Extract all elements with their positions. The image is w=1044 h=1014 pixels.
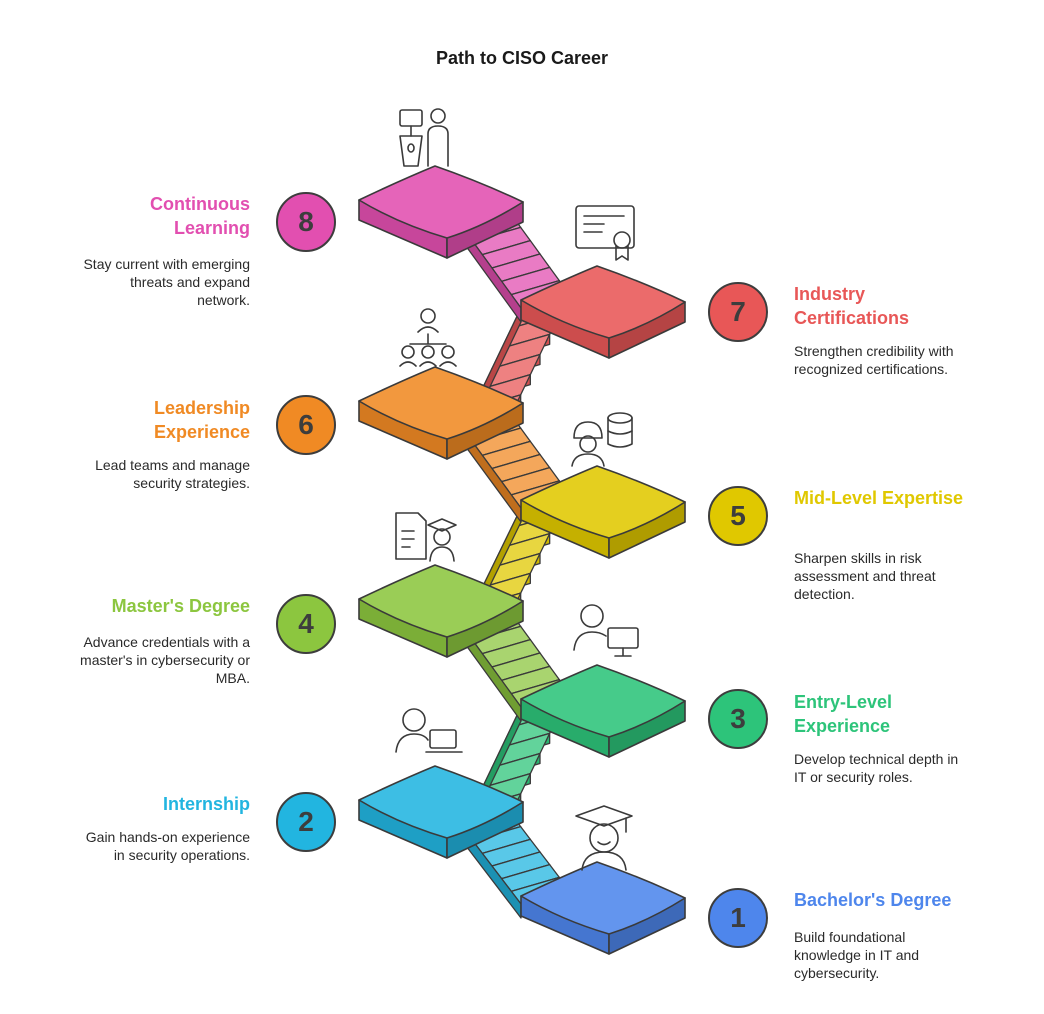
graduate-icon (575, 805, 633, 871)
platform-1 (520, 861, 686, 955)
platform-5 (520, 465, 686, 559)
step-title-8: Continuous Learning (150, 194, 250, 238)
person-laptop-icon (395, 708, 463, 753)
platform-7 (520, 265, 686, 359)
step-title-3: Entry-Level Experience (794, 692, 893, 736)
platform-4 (358, 564, 524, 658)
step-description-6: Lead teams and manage security strategie… (95, 457, 250, 491)
platform-3 (520, 664, 686, 758)
presenter-podium-icon (399, 108, 449, 167)
platform-2 (358, 765, 524, 859)
step-title-6: Leadership Experience (153, 398, 250, 442)
step-title-7: Industry Certifications (794, 284, 910, 328)
step-badge-2: 2 (276, 792, 336, 852)
platform-6 (358, 366, 524, 460)
step-title-5: Mid-Level Expertise (794, 488, 964, 508)
step-description-8: Stay current with emerging threats and e… (83, 256, 250, 308)
step-title-4: Master's Degree (111, 596, 250, 616)
document-graduate-icon (395, 512, 457, 562)
step-description-7: Strengthen credibility with recognized c… (794, 343, 954, 377)
diagram-title: Path to CISO Career (435, 48, 609, 68)
step-description-5: Sharpen skills in risk assessment and th… (794, 550, 936, 602)
certificate-icon (575, 205, 635, 261)
platform-8 (358, 165, 524, 259)
engineer-database-icon (571, 412, 633, 467)
person-monitor-icon (573, 604, 639, 657)
step-badge-4: 4 (276, 594, 336, 654)
step-badge-7: 7 (708, 282, 768, 342)
step-description-2: Gain hands-on experience in security ope… (85, 829, 250, 863)
step-description-1: Build foundational knowledge in IT and c… (794, 929, 920, 981)
step-description-3: Develop technical depth in IT or securit… (794, 751, 959, 785)
step-title-2: Internship (162, 794, 250, 814)
step-badge-1: 1 (708, 888, 768, 948)
step-badge-5: 5 (708, 486, 768, 546)
step-description-4: Advance credentials with a master's in c… (80, 634, 250, 686)
step-badge-8: 8 (276, 192, 336, 252)
team-hierarchy-icon (399, 308, 457, 367)
step-title-1: Bachelor's Degree (794, 890, 952, 910)
step-badge-6: 6 (276, 395, 336, 455)
step-badge-3: 3 (708, 689, 768, 749)
